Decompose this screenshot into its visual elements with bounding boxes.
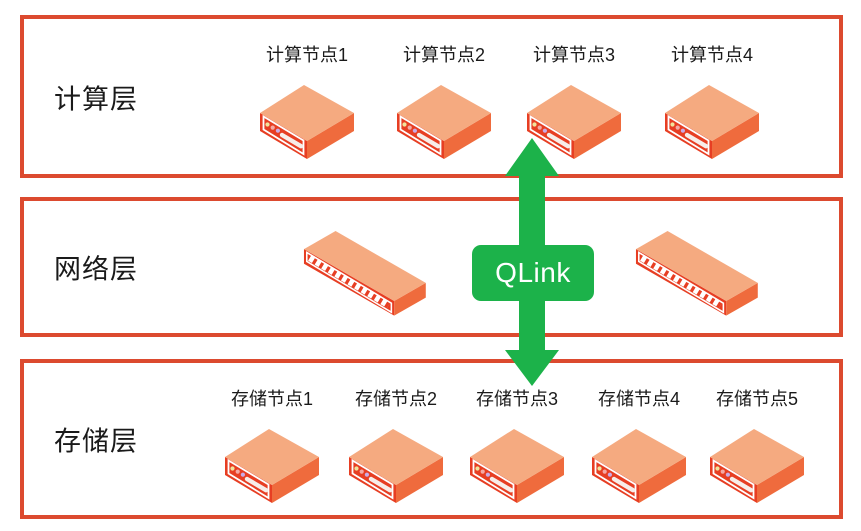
storage-node-4-label: 存储节点4 bbox=[597, 389, 680, 409]
storage-node-3: 存储节点3 bbox=[462, 389, 572, 510]
server-icon bbox=[394, 83, 494, 161]
storage-node-1: 存储节点1 bbox=[217, 389, 327, 510]
switch-icon bbox=[298, 213, 434, 319]
server-icon bbox=[707, 427, 807, 505]
qlink-badge: QLink bbox=[472, 245, 594, 301]
storage-layer-label: 存储层 bbox=[54, 426, 138, 457]
storage-layer-box: 存储层 存储节点1 存储节点2 存储节点3 存储节点4 存储节点5 bbox=[20, 359, 843, 519]
server-icon bbox=[346, 427, 446, 505]
storage-node-2-label: 存储节点2 bbox=[354, 389, 437, 409]
server-icon bbox=[257, 83, 357, 161]
compute-node-4-label: 计算节点4 bbox=[670, 45, 753, 65]
compute-node-3: 计算节点3 bbox=[519, 45, 629, 166]
switch-icon bbox=[630, 213, 766, 319]
storage-node-3-label: 存储节点3 bbox=[475, 389, 558, 409]
compute-node-2: 计算节点2 bbox=[389, 45, 499, 166]
compute-node-1-label: 计算节点1 bbox=[265, 45, 348, 65]
compute-node-1: 计算节点1 bbox=[252, 45, 362, 166]
compute-node-2-label: 计算节点2 bbox=[402, 45, 485, 65]
storage-node-4: 存储节点4 bbox=[584, 389, 694, 510]
storage-node-5-label: 存储节点5 bbox=[715, 389, 798, 409]
compute-layer-box: 计算层 计算节点1 计算节点2 计算节点3 计算节点4 bbox=[20, 15, 843, 178]
compute-layer-label: 计算层 bbox=[54, 84, 138, 114]
network-layer-box: 网络层 bbox=[20, 197, 843, 337]
compute-node-4: 计算节点4 bbox=[657, 45, 767, 166]
server-icon bbox=[589, 427, 689, 505]
storage-node-5: 存储节点5 bbox=[702, 389, 812, 510]
server-icon bbox=[662, 83, 762, 161]
storage-node-1-label: 存储节点1 bbox=[230, 389, 313, 409]
server-icon bbox=[222, 427, 322, 505]
storage-node-2: 存储节点2 bbox=[341, 389, 451, 510]
server-icon bbox=[467, 427, 567, 505]
compute-node-3-label: 计算节点3 bbox=[532, 45, 615, 65]
network-layer-label: 网络层 bbox=[54, 254, 138, 285]
